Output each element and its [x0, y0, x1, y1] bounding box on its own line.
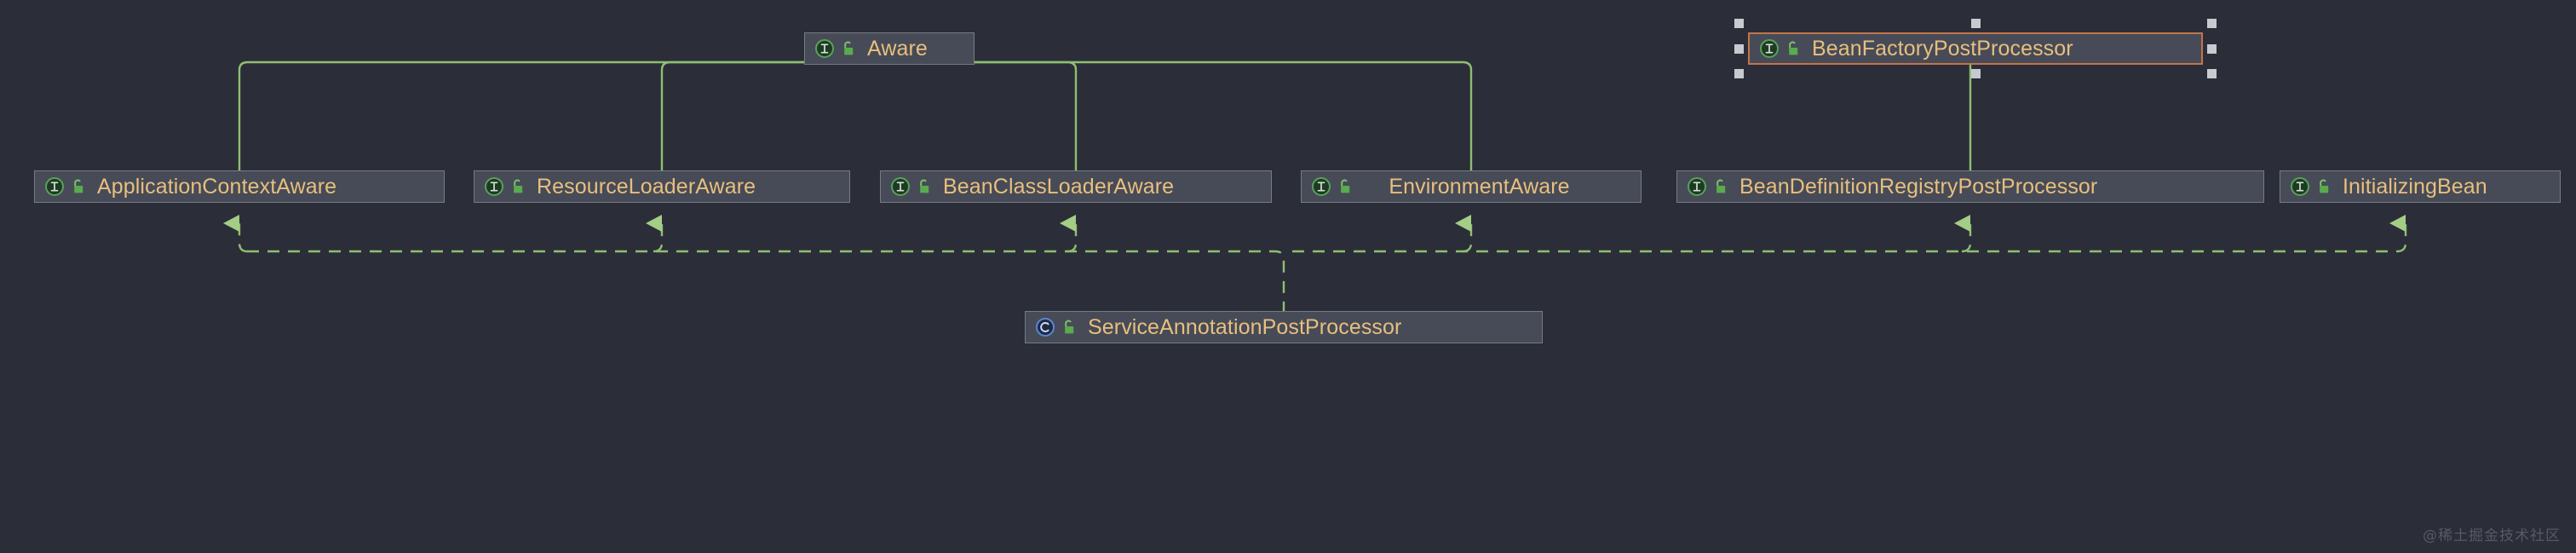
node-label: ServiceAnnotationPostProcessor	[1088, 314, 1402, 339]
node-label: BeanDefinitionRegistryPostProcessor	[1739, 174, 2098, 199]
node-label: EnvironmentAware	[1389, 174, 1570, 199]
edge-applicationContextAware-extends-aware	[238, 41, 891, 170]
unlocked-padlock-icon	[2320, 179, 2329, 193]
node-serviceAnnotationPostProcessor[interactable]: ServiceAnnotationPostProcessor	[1025, 311, 1543, 343]
selection-handle[interactable]	[1734, 19, 1744, 28]
node-beanDefinitionRegistryPostProcessor[interactable]: BeanDefinitionRegistryPostProcessor	[1676, 170, 2264, 203]
unlocked-padlock-icon	[920, 179, 929, 193]
interface-icon	[45, 177, 64, 196]
edge-environmentAware-extends-aware	[873, 41, 1473, 170]
interface-icon	[1760, 39, 1779, 58]
unlocked-padlock-icon	[844, 41, 854, 55]
selection-handle[interactable]	[1970, 19, 1981, 28]
selection-handle[interactable]	[1734, 43, 1744, 54]
edge-serviceAnnotationPostProcessor-implements-applicationContextAware	[223, 215, 248, 253]
node-label: Aware	[867, 36, 928, 60]
node-applicationContextAware[interactable]: ApplicationContextAware	[34, 170, 445, 203]
interface-icon	[891, 177, 910, 196]
unlocked-padlock-icon	[514, 179, 523, 193]
edge-implements-trunk	[247, 250, 1285, 311]
interface-icon	[1688, 177, 1706, 196]
unlocked-padlock-icon	[74, 179, 83, 193]
edge-serviceAnnotationPostProcessor-implements-initializingBean	[2389, 215, 2407, 253]
interface-icon	[2291, 177, 2309, 196]
watermark: @稀土掘金技术社区	[2423, 527, 2561, 544]
node-label: BeanClassLoaderAware	[943, 174, 1175, 199]
interface-icon	[1312, 177, 1331, 196]
edge-resourceLoaderAware-extends-aware	[660, 41, 891, 170]
selection-handle[interactable]	[1734, 69, 1744, 78]
edge-serviceAnnotationPostProcessor-implements-beanClassLoaderAware	[1060, 215, 1078, 253]
node-aware[interactable]: Aware	[804, 32, 975, 65]
node-resourceLoaderAware[interactable]: ResourceLoaderAware	[474, 170, 850, 203]
edge-serviceAnnotationPostProcessor-implements-resourceLoaderAware	[646, 215, 664, 253]
node-label: ResourceLoaderAware	[537, 174, 756, 199]
unlocked-padlock-icon	[1789, 41, 1798, 55]
node-environmentAware[interactable]: EnvironmentAware	[1301, 170, 1642, 203]
edge-serviceAnnotationPostProcessor-implements-environmentAware	[1455, 215, 1473, 253]
node-beanFactoryPostProcessor[interactable]: BeanFactoryPostProcessor	[1748, 32, 2203, 65]
node-beanClassLoaderAware[interactable]: BeanClassLoaderAware	[880, 170, 1272, 203]
node-initializingBean[interactable]: InitializingBean	[2280, 170, 2561, 203]
unlocked-padlock-icon	[1341, 179, 1350, 193]
selection-handle[interactable]	[2207, 19, 2217, 28]
unlocked-padlock-icon	[1716, 179, 1726, 193]
node-label: BeanFactoryPostProcessor	[1812, 36, 2073, 60]
edge-serviceAnnotationPostProcessor-implements-beanDefinitionRegistryPostProcessor	[1954, 215, 1972, 253]
class-icon	[1036, 318, 1055, 337]
unlocked-padlock-icon	[1065, 320, 1074, 334]
selection-handle[interactable]	[1970, 69, 1981, 78]
node-label: InitializingBean	[2343, 174, 2487, 199]
interface-icon	[485, 177, 503, 196]
edge-beanClassLoaderAware-extends-aware	[873, 41, 1078, 170]
selection-handle[interactable]	[2207, 69, 2217, 78]
selection-handle[interactable]	[2207, 43, 2217, 54]
interface-icon	[815, 39, 834, 58]
node-label: ApplicationContextAware	[97, 174, 337, 199]
